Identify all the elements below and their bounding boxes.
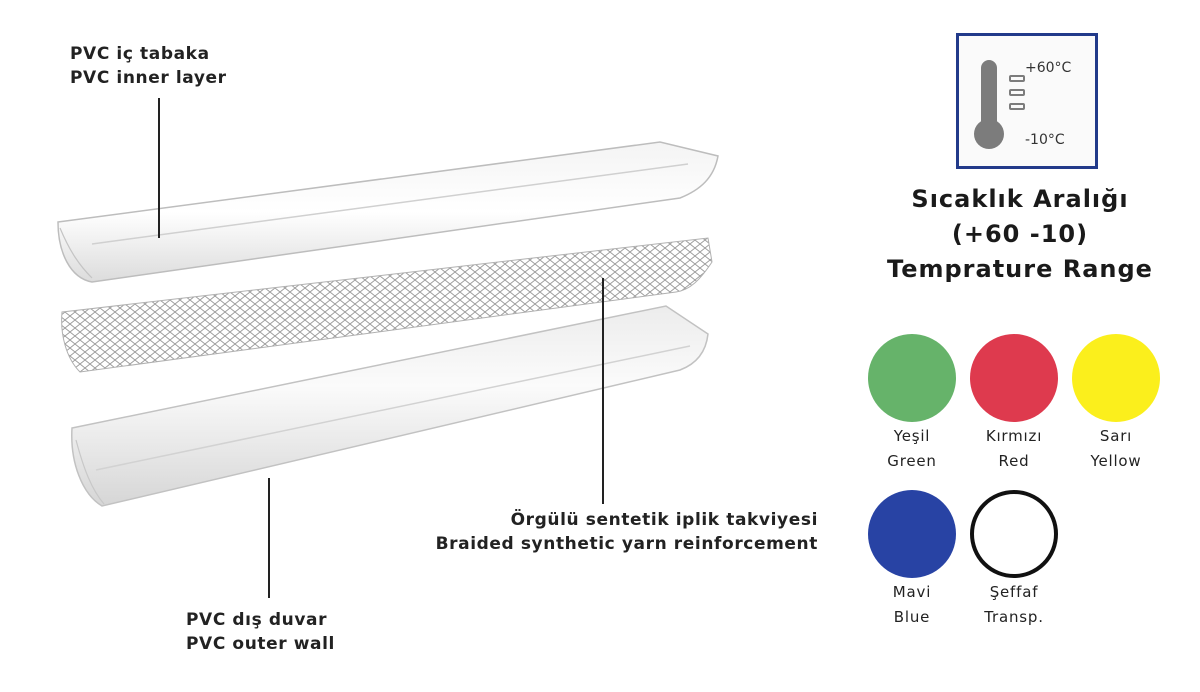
inner-layer-label-tr: PVC iç tabaka <box>70 44 210 64</box>
reinforcement-leader-line <box>602 278 604 504</box>
max-temp-label: +60°C <box>1025 60 1072 76</box>
color-name-tr: Mavi <box>892 583 932 601</box>
color-swatch-red: Kırmızı Red <box>967 334 1061 474</box>
color-name-en: Yellow <box>1090 452 1142 470</box>
outer-wall-label-tr: PVC dış duvar <box>186 610 328 630</box>
braided-reinforcement <box>61 237 713 373</box>
reinforcement-callout: Örgülü sentetik iplik takviyesi Braided … <box>418 508 818 556</box>
temperature-range-value: (+60 -10) <box>951 220 1089 248</box>
outer-wall-leader-line <box>268 478 270 598</box>
color-dot-green <box>868 334 956 422</box>
color-dot-yellow <box>1072 334 1160 422</box>
reinforcement-label-en: Braided synthetic yarn reinforcement <box>435 534 818 554</box>
color-name-en: Transp. <box>984 608 1044 626</box>
inner-layer-label-en: PVC inner layer <box>70 68 227 88</box>
color-swatch-blue: Mavi Blue <box>865 490 959 630</box>
color-name-tr: Sarı <box>1099 427 1133 445</box>
color-swatch-green: Yeşil Green <box>865 334 959 474</box>
inner-layer-leader-line <box>158 98 160 238</box>
color-name-en: Blue <box>893 608 931 626</box>
outer-wall-callout: PVC dış duvar PVC outer wall <box>186 608 335 656</box>
temperature-range-title: Sıcaklık Aralığı (+60 -10) Temprature Ra… <box>860 182 1180 287</box>
color-swatch-yellow: Sarı Yellow <box>1069 334 1163 474</box>
temperature-title-tr: Sıcaklık Aralığı <box>911 185 1129 213</box>
color-name-en: Green <box>887 452 937 470</box>
inner-layer-shell <box>57 141 719 283</box>
outer-wall-label-en: PVC outer wall <box>186 634 335 654</box>
hose-layers-illustration <box>57 141 719 507</box>
thermometer-icon <box>974 60 1025 149</box>
color-dot-red <box>970 334 1058 422</box>
color-name-tr: Yeşil <box>893 427 931 445</box>
color-dot-blue <box>868 490 956 578</box>
inner-layer-callout: PVC iç tabaka PVC inner layer <box>70 42 227 90</box>
color-dot-transparent <box>970 490 1058 578</box>
temperature-title-en: Temprature Range <box>887 255 1153 283</box>
temperature-icon-box: +60°C -10°C <box>956 33 1098 169</box>
reinforcement-label-tr: Örgülü sentetik iplik takviyesi <box>510 510 818 530</box>
color-swatch-transparent: Şeffaf Transp. <box>967 490 1061 630</box>
color-name-en: Red <box>998 452 1030 470</box>
outer-wall-shell <box>71 305 709 507</box>
color-name-tr: Şeffaf <box>989 583 1039 601</box>
color-name-tr: Kırmızı <box>985 427 1043 445</box>
min-temp-label: -10°C <box>1025 132 1065 148</box>
